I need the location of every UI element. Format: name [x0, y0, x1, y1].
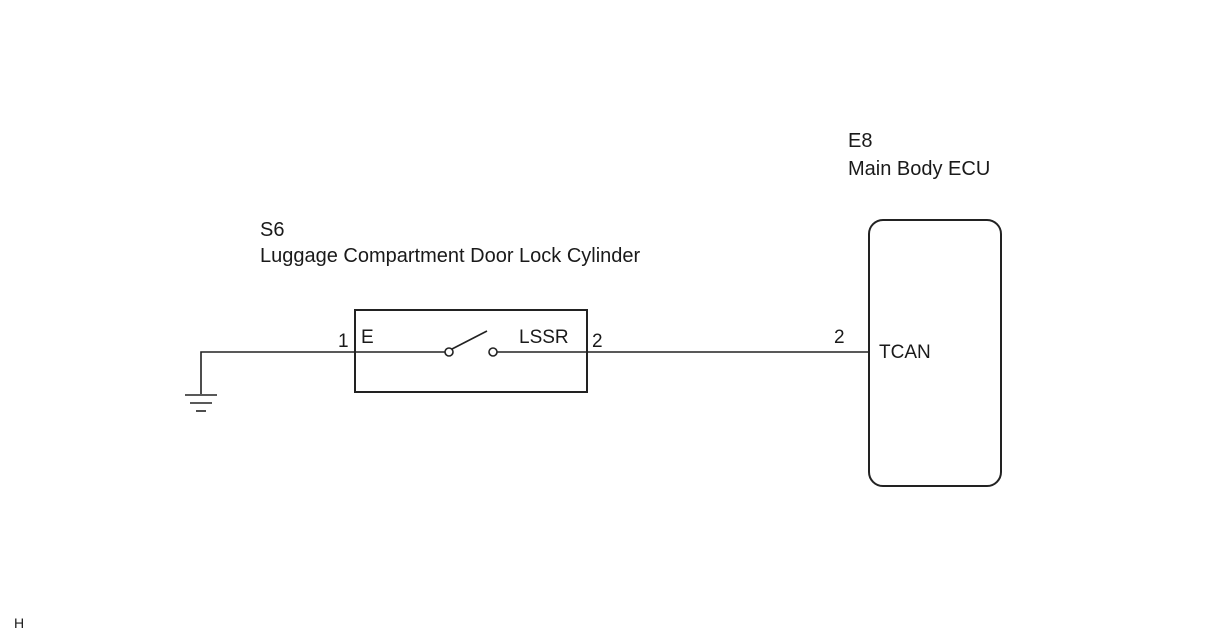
open-switch-icon	[444, 330, 498, 357]
ground-symbol-icon	[185, 394, 217, 412]
corner-marker: H	[14, 615, 24, 631]
ecu-pin-label: TCAN	[879, 342, 931, 363]
switch-pin-right-number: 2	[592, 331, 603, 352]
ecu-component-box	[868, 219, 1002, 487]
switch-pin-left-label: E	[361, 327, 374, 348]
switch-pin-left-number: 1	[338, 331, 349, 352]
ecu-pin-number: 2	[834, 327, 845, 348]
ground-wire	[200, 351, 355, 394]
switch-component-code: S6	[260, 219, 284, 241]
switch-pin-right-label: LSSR	[519, 327, 569, 348]
ecu-component-name: Main Body ECU	[848, 158, 990, 180]
ecu-component-code: E8	[848, 130, 872, 152]
switch-component-box	[354, 309, 588, 393]
switch-component-name: Luggage Compartment Door Lock Cylinder	[260, 245, 641, 267]
